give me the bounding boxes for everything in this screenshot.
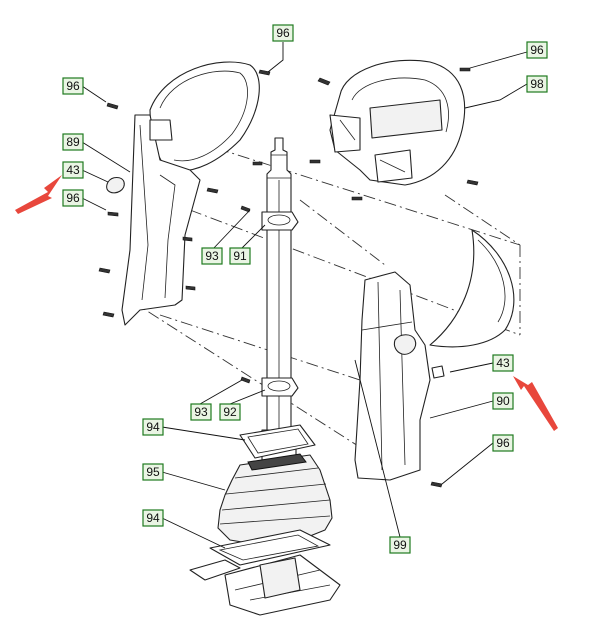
callout-98: 98: [526, 75, 548, 93]
callout-label: 96: [276, 26, 290, 40]
callout-label: 94: [146, 511, 160, 525]
callout-label: 96: [66, 79, 80, 93]
clamps: [261, 211, 299, 397]
callout-92: 92: [219, 403, 241, 421]
callout-label: 92: [223, 405, 237, 419]
callout-label: 91: [233, 249, 247, 263]
callout-label: 93: [205, 249, 219, 263]
callout-99: 99: [389, 536, 411, 554]
top-shell-cover: [329, 59, 466, 186]
leader-lines: [81, 42, 528, 549]
callout-93-lower: 93: [190, 403, 212, 421]
callout-93-upper: 93: [201, 247, 223, 265]
callout-94-upper: 94: [142, 418, 164, 436]
callout-96-left-bottom: 96: [62, 189, 84, 207]
callout-label: 96: [496, 436, 510, 450]
callout-95: 95: [142, 463, 164, 481]
callout-label: 43: [66, 163, 80, 177]
screws: [98, 67, 479, 488]
callout-89: 89: [62, 133, 84, 151]
callout-label: 98: [530, 77, 544, 91]
callout-96-left-top: 96: [62, 77, 84, 95]
callout-96-top: 96: [272, 24, 294, 42]
left-console-cover: [106, 61, 260, 326]
left-indicator-arrow: [15, 175, 62, 214]
callout-90: 90: [492, 392, 514, 410]
callout-label: 90: [496, 394, 510, 408]
callout-label: 43: [496, 356, 510, 370]
callout-label: 96: [530, 43, 544, 57]
callout-91: 91: [229, 247, 251, 265]
callout-96-right: 96: [492, 434, 514, 452]
bellows-assembly: [189, 424, 341, 616]
callout-43-left: 43: [62, 161, 84, 179]
right-indicator-arrow: [513, 376, 558, 431]
right-console-cover: [354, 229, 515, 481]
callouts: 96 96 98 96 89 43 96 93: [62, 24, 548, 554]
highlight-arrows: [15, 175, 558, 431]
callout-label: 96: [66, 191, 80, 205]
callout-label: 93: [194, 405, 208, 419]
callout-label: 89: [66, 135, 80, 149]
callout-96-top-right: 96: [526, 41, 548, 59]
callout-94-lower: 94: [142, 509, 164, 527]
callout-label: 99: [393, 538, 407, 552]
shift-lever-shaft: [261, 137, 297, 461]
callout-label: 94: [146, 420, 160, 434]
callout-43-right: 43: [492, 354, 514, 372]
callout-label: 95: [146, 465, 160, 479]
